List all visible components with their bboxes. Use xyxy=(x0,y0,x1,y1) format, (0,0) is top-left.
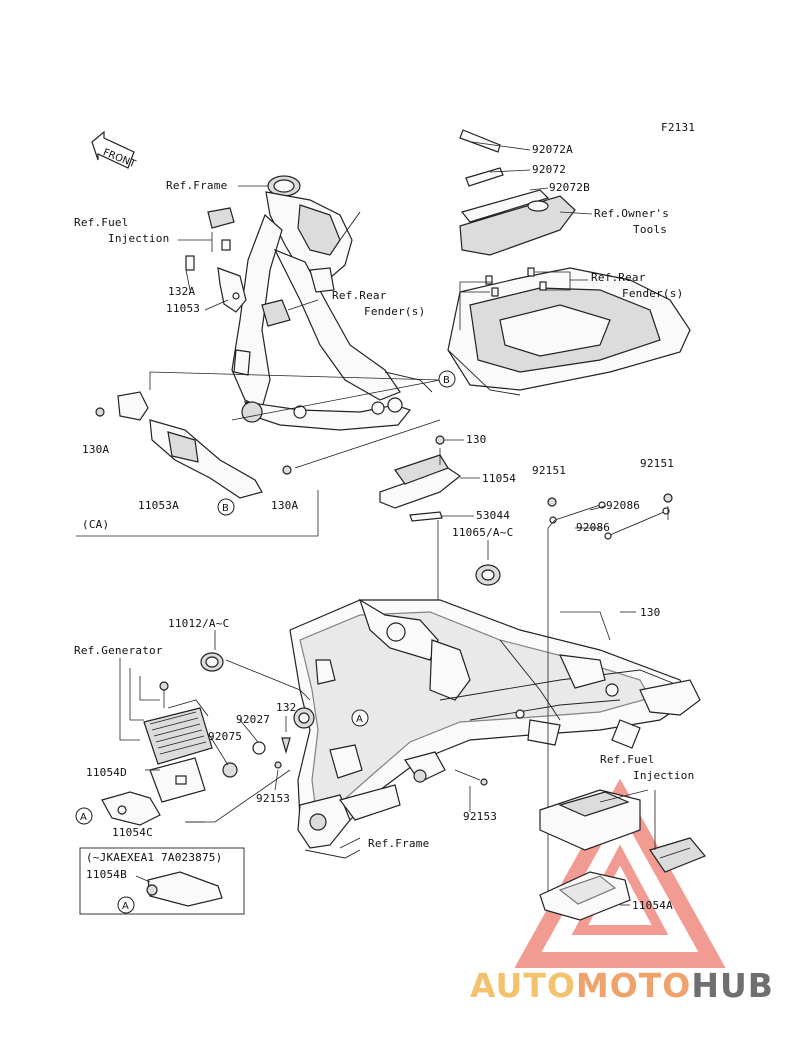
leaders-main xyxy=(214,611,636,900)
label-ref-frame-bottom: Ref.Frame xyxy=(368,837,430,850)
label-92153-left: 92153 xyxy=(256,792,291,805)
label-ref-rear-right-2: Fender(s) xyxy=(622,287,684,300)
label-92027: 92027 xyxy=(236,713,271,726)
label-132: 132 xyxy=(276,701,297,714)
callout-a-serial: A xyxy=(117,896,135,914)
label-ref-fuel-bottom-2: Injection xyxy=(633,769,695,782)
bracket-11054 xyxy=(379,435,501,620)
label-ref-fuel-bottom-1: Ref.Fuel xyxy=(600,753,655,766)
label-132a: 132A xyxy=(168,285,196,298)
rear-fender-part xyxy=(447,267,691,396)
regulator-assembly xyxy=(101,681,291,826)
leaders-regulator xyxy=(119,658,291,823)
label-ref-fuel-top-2: Injection xyxy=(108,232,170,245)
label-ref-fuel-top-1: Ref.Fuel xyxy=(74,216,129,229)
label-ref-frame-top: Ref.Frame xyxy=(166,179,228,192)
label-11054b: 11054B xyxy=(86,868,127,881)
label-ref-rear-right-1: Ref.Rear xyxy=(591,271,646,284)
front-arrow-icon: FRONT xyxy=(91,130,138,170)
label-92086-b: 92086 xyxy=(576,521,611,534)
serial-variant-box xyxy=(79,847,245,915)
label-92075: 92075 xyxy=(208,730,243,743)
label-92153-right: 92153 xyxy=(463,810,498,823)
svg-text:B: B xyxy=(222,503,229,514)
upper-frame-drawing xyxy=(231,175,433,431)
svg-text:B: B xyxy=(443,375,450,386)
wire-92086-parts xyxy=(547,493,673,612)
svg-text:A: A xyxy=(80,812,87,823)
callout-b-upper: B xyxy=(438,370,456,388)
label-ref-owners-1: Ref.Owner's xyxy=(594,207,670,220)
label-11065: 11065/A~C xyxy=(452,526,514,539)
watermark-logo: AUTOMOTOHUB xyxy=(470,966,774,1005)
label-11054a: 11054A xyxy=(632,899,673,912)
leaders-ecu xyxy=(599,789,656,906)
figure-code: F2131 xyxy=(661,121,696,134)
ca-bracket-outline xyxy=(76,490,319,537)
callout-a-frame: A xyxy=(351,709,369,727)
main-frame-drawing xyxy=(289,598,701,859)
label-ref-rear-left-1: Ref.Rear xyxy=(332,289,387,302)
watermark-auto: AUTO xyxy=(470,966,576,1005)
svg-text:A: A xyxy=(356,714,363,725)
label-ref-owners-2: Tools xyxy=(633,223,668,236)
label-11054d: 11054D xyxy=(86,766,127,779)
watermark-hub: HUB xyxy=(691,966,774,1005)
label-92072a: 92072A xyxy=(532,143,573,156)
callout-b-lower: B xyxy=(217,498,235,516)
label-130a-left: 130A xyxy=(82,443,110,456)
label-11054c: 11054C xyxy=(112,826,153,839)
leaders-upper-right xyxy=(459,141,593,330)
watermark-moto: MOTO xyxy=(575,966,692,1005)
cap-11012 xyxy=(200,652,224,672)
leaders-upper-left xyxy=(149,185,441,469)
callout-a-regulator: A xyxy=(75,807,93,825)
label-11053a: 11053A xyxy=(138,499,179,512)
bracket-11053a xyxy=(95,391,292,499)
label-92151-a: 92151 xyxy=(532,464,567,477)
label-92072b: 92072B xyxy=(549,181,590,194)
label-53044: 53044 xyxy=(476,509,511,522)
label-ref-rear-left-2: Fender(s) xyxy=(364,305,426,318)
label-92086-a: 92086 xyxy=(606,499,641,512)
label-11054: 11054 xyxy=(482,472,517,485)
label-11012: 11012/A~C xyxy=(168,617,230,630)
label-92072: 92072 xyxy=(532,163,567,176)
label-ref-generator: Ref.Generator xyxy=(74,644,163,657)
label-serial-note: (~JKAEXEA1 7A023875) xyxy=(86,851,223,864)
label-92151-b: 92151 xyxy=(640,457,675,470)
label-ca-variant: (CA) xyxy=(82,518,110,531)
ecu-assembly xyxy=(539,789,706,921)
label-130a-right: 130A xyxy=(271,499,299,512)
label-130-mid: 130 xyxy=(466,433,487,446)
label-130-right: 130 xyxy=(640,606,661,619)
label-11053: 11053 xyxy=(166,302,201,315)
owners-tools-parts xyxy=(459,129,576,256)
bracket-11054b xyxy=(135,871,223,907)
svg-text:A: A xyxy=(122,901,129,912)
